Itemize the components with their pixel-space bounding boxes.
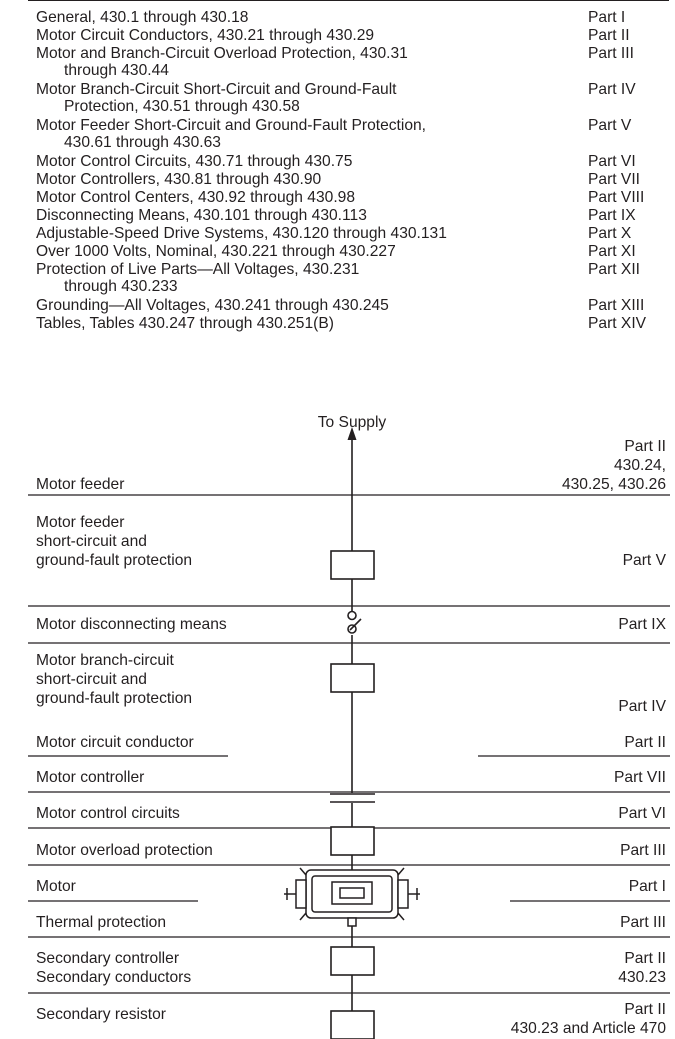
toc-title: Motor and Branch-Circuit Overload Protec… [36, 45, 408, 79]
toc-title: Motor Circuit Conductors, 430.21 through… [36, 27, 375, 44]
row-ref: Part VII [614, 769, 666, 786]
row-ref: Part IX [618, 616, 666, 633]
row-ref: Part VI [618, 805, 666, 822]
toc-part: Part IV [588, 81, 636, 98]
toc-title: Motor Feeder Short-Circuit and Ground-Fa… [36, 117, 427, 151]
row-ref: 430.23 and Article 470 [511, 1020, 667, 1037]
toc-part: Part XIV [588, 315, 647, 332]
row-ref: Part II [624, 438, 666, 455]
toc-part: Part VII [588, 171, 640, 188]
toc-part: Part I [588, 9, 626, 26]
toc-part: Part X [588, 225, 632, 242]
row-label-control-circuits: Motor control circuits [36, 805, 180, 822]
toc-title: Motor Controllers, 430.81 through 430.90 [36, 171, 322, 188]
row-ref: Part V [623, 552, 667, 569]
toc-part: Part II [588, 27, 630, 44]
toc-title: Motor Control Circuits, 430.71 through 4… [36, 153, 353, 170]
toc-part: Part VI [588, 153, 636, 170]
toc-title: Adjustable-Speed Drive Systems, 430.120 … [36, 225, 447, 242]
toc-part: Part XIII [588, 297, 645, 314]
row-label-secondary: Secondary conductors [36, 969, 191, 986]
row-label-motor-feeder: Motor feeder [36, 476, 124, 493]
row-ref: 430.25, 430.26 [562, 476, 666, 493]
toc-title: Over 1000 Volts, Nominal, 430.221 throug… [36, 243, 396, 260]
toc-part: Part III [588, 45, 634, 62]
toc-title: Tables, Tables 430.247 through 430.251(B… [36, 315, 334, 332]
row-label-feeder-protection: ground-fault protection [36, 552, 192, 569]
supply-label: To Supply [318, 414, 387, 431]
overload-protection-box [330, 826, 375, 856]
row-label-disconnecting-means: Motor disconnecting means [36, 616, 227, 633]
row-ref: 430.24, [614, 457, 666, 474]
toc-part: Part IX [588, 207, 636, 224]
toc-title: Motor Branch-Circuit Short-Circuit and G… [36, 81, 397, 115]
row-label-overload-protection: Motor overload protection [36, 842, 213, 859]
row-label-motor-controller: Motor controller [36, 769, 144, 786]
toc-title: Motor Control Centers, 430.92 through 43… [36, 189, 356, 206]
toc-part: Part XII [588, 261, 640, 278]
row-label-secondary-resistor: Secondary resistor [36, 1006, 166, 1023]
toc-title: Disconnecting Means, 430.101 through 430… [36, 207, 367, 224]
row-ref: Part II [624, 1001, 666, 1018]
row-ref: 430.23 [618, 969, 666, 986]
row-label-feeder-protection: Motor feeder [36, 514, 124, 531]
controller-contact-icon [330, 793, 375, 803]
branch-protection-box [330, 663, 375, 693]
row-label-branch-protection: Motor branch-circuit [36, 652, 174, 669]
secondary-controller-box [330, 946, 375, 976]
row-ref: Part III [620, 914, 666, 931]
supply-arrow-icon [347, 427, 357, 440]
toc-part: Part XI [588, 243, 636, 260]
row-label-branch-protection: ground-fault protection [36, 690, 192, 707]
row-label-secondary: Secondary controller [36, 950, 179, 967]
disconnect-switch-icon [346, 610, 362, 635]
row-label-thermal-protection: Thermal protection [36, 914, 166, 931]
motor-icon [284, 867, 420, 927]
secondary-resistor-box [330, 1010, 375, 1039]
table-of-contents: General, 430.1 through 430.18 Part I Mot… [28, 0, 669, 332]
row-label-motor: Motor [36, 878, 76, 895]
feeder-protection-box [330, 550, 375, 580]
row-ref: Part II [624, 950, 666, 967]
toc-title: General, 430.1 through 430.18 [36, 9, 249, 26]
row-label-branch-protection: short-circuit and [36, 671, 147, 688]
toc-part: Part VIII [588, 189, 645, 206]
row-ref: Part III [620, 842, 666, 859]
toc-title: Grounding—All Voltages, 430.241 through … [36, 297, 389, 314]
toc-title: Protection of Live Parts—All Voltages, 4… [36, 261, 360, 295]
row-label-feeder-protection: short-circuit and [36, 533, 147, 550]
row-label-circuit-conductor: Motor circuit conductor [36, 734, 194, 751]
row-ref: Part IV [618, 698, 666, 715]
row-ref: Part II [624, 734, 666, 751]
toc-part: Part V [588, 117, 632, 134]
row-ref: Part I [629, 878, 666, 895]
